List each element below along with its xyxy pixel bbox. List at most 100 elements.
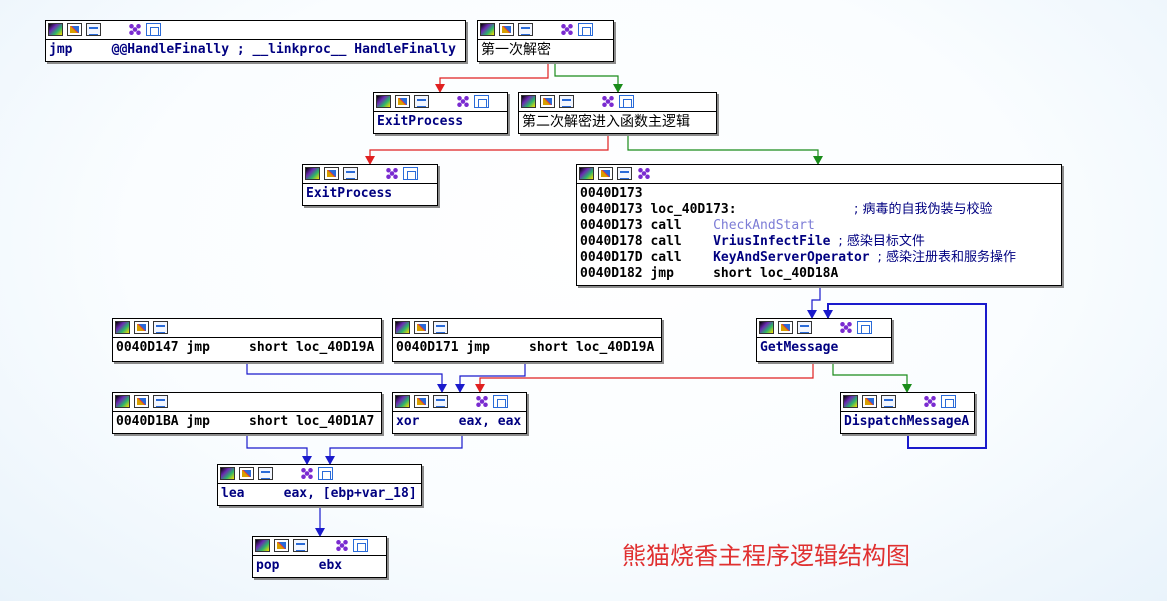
copy-icon[interactable] — [146, 23, 161, 36]
color-icon[interactable] — [414, 321, 429, 334]
group-icon[interactable] — [335, 539, 349, 552]
chart-icon[interactable] — [153, 395, 168, 408]
code-line[interactable]: lea eax, [ebp+var_18] — [221, 486, 417, 501]
copy-icon[interactable] — [318, 467, 333, 480]
group-icon[interactable] — [923, 395, 937, 408]
color-icon[interactable] — [414, 395, 429, 408]
chart-icon[interactable] — [293, 539, 308, 552]
color-icon[interactable] — [324, 167, 339, 180]
group-icon[interactable] — [839, 321, 853, 334]
node-handle-finally[interactable]: jmp @@HandleFinally ; __linkproc__ Handl… — [45, 20, 466, 62]
node-exit-process-1[interactable]: ExitProcess — [373, 92, 508, 134]
chart-icon[interactable] — [433, 395, 448, 408]
graph-overview-icon[interactable] — [395, 395, 410, 408]
color-icon[interactable] — [239, 467, 254, 480]
node-pop-ebx[interactable]: pop ebx — [252, 536, 387, 578]
node-label[interactable]: ExitProcess — [306, 186, 393, 201]
code-line[interactable]: pop ebx — [256, 558, 343, 573]
chart-icon[interactable] — [86, 23, 101, 36]
group-icon[interactable] — [128, 23, 142, 36]
copy-icon[interactable] — [578, 23, 593, 36]
graph-overview-icon[interactable] — [115, 321, 130, 334]
graph-overview-icon[interactable] — [115, 395, 130, 408]
copy-icon[interactable] — [493, 395, 508, 408]
graph-overview-icon[interactable] — [395, 321, 410, 334]
graph-overview-icon[interactable] — [48, 23, 63, 36]
color-icon[interactable] — [778, 321, 793, 334]
node-label[interactable]: 第一次解密 — [481, 42, 551, 58]
node-xor-eax[interactable]: xor eax, eax — [392, 392, 527, 434]
code-line[interactable]: 0040D1BA jmp short loc_40D1A7 — [116, 414, 375, 429]
color-icon[interactable] — [499, 23, 514, 36]
chart-icon[interactable] — [518, 23, 533, 36]
group-icon[interactable] — [560, 23, 574, 36]
group-icon[interactable] — [475, 395, 489, 408]
chart-icon[interactable] — [797, 321, 812, 334]
node-header — [519, 93, 716, 112]
color-icon[interactable] — [862, 395, 877, 408]
graph-overview-icon[interactable] — [843, 395, 858, 408]
code-line[interactable]: xor eax, eax — [396, 414, 522, 429]
code-line[interactable]: 0040D182 jmp short loc_40D18A — [580, 266, 839, 281]
node-jmp-d1ba[interactable]: 0040D1BA jmp short loc_40D1A7 — [112, 392, 382, 434]
code-line[interactable]: 0040D173 loc_40D173: ; 病毒的自我伪装与校验 — [580, 202, 993, 217]
color-icon[interactable] — [134, 321, 149, 334]
graph-overview-icon[interactable] — [579, 167, 594, 180]
copy-icon[interactable] — [941, 395, 956, 408]
node-get-message[interactable]: GetMessage — [756, 318, 892, 362]
graph-overview-icon[interactable] — [305, 167, 320, 180]
code-line[interactable]: 0040D173 — [580, 186, 643, 201]
color-icon[interactable] — [134, 395, 149, 408]
node-dispatch-message[interactable]: DispatchMessageA — [840, 392, 975, 434]
copy-icon[interactable] — [619, 95, 634, 108]
node-header — [757, 319, 891, 338]
code-line[interactable]: jmp @@HandleFinally ; __linkproc__ Handl… — [49, 42, 456, 57]
edge-second-to-main — [627, 134, 823, 165]
group-icon[interactable] — [637, 167, 651, 180]
chart-icon[interactable] — [414, 95, 429, 108]
copy-icon[interactable] — [857, 321, 872, 334]
group-icon[interactable] — [456, 95, 470, 108]
color-icon[interactable] — [540, 95, 555, 108]
node-label[interactable]: ExitProcess — [377, 114, 464, 129]
node-lea-eax[interactable]: lea eax, [ebp+var_18] — [217, 464, 422, 506]
chart-icon[interactable] — [559, 95, 574, 108]
copy-icon[interactable] — [474, 95, 489, 108]
code-line[interactable]: 0040D173 call CheckAndStart — [580, 218, 815, 233]
chart-icon[interactable] — [433, 321, 448, 334]
node-first-decrypt[interactable]: 第一次解密 — [477, 20, 614, 62]
code-line[interactable]: 0040D147 jmp short loc_40D19A — [116, 340, 375, 355]
node-label[interactable]: 第二次解密进入函数主逻辑 — [522, 114, 690, 130]
node-jmp-d171[interactable]: 0040D171 jmp short loc_40D19A — [392, 318, 662, 362]
color-icon[interactable] — [598, 167, 613, 180]
color-icon[interactable] — [395, 95, 410, 108]
color-icon[interactable] — [274, 539, 289, 552]
group-icon[interactable] — [601, 95, 615, 108]
node-exit-process-2[interactable]: ExitProcess — [302, 164, 438, 206]
code-line[interactable]: 0040D17D call KeyAndServerOperator ; 感染注… — [580, 250, 1016, 265]
chart-icon[interactable] — [881, 395, 896, 408]
graph-overview-icon[interactable] — [759, 321, 774, 334]
graph-overview-icon[interactable] — [376, 95, 391, 108]
copy-icon[interactable] — [353, 539, 368, 552]
chart-icon[interactable] — [617, 167, 632, 180]
node-main-logic[interactable]: 0040D173 0040D173 loc_40D173: ; 病毒的自我伪装与… — [576, 164, 1062, 286]
node-label[interactable]: DispatchMessageA — [844, 414, 970, 429]
node-label[interactable]: GetMessage — [760, 340, 839, 355]
node-second-decrypt[interactable]: 第二次解密进入函数主逻辑 — [518, 92, 717, 134]
node-jmp-d147[interactable]: 0040D147 jmp short loc_40D19A — [112, 318, 382, 362]
color-icon[interactable] — [67, 23, 82, 36]
code-line[interactable]: 0040D171 jmp short loc_40D19A — [396, 340, 655, 355]
chart-icon[interactable] — [343, 167, 358, 180]
code-line[interactable]: 0040D178 call VriusInfectFile ; 感染目标文件 — [580, 234, 925, 249]
copy-icon[interactable] — [403, 167, 418, 180]
graph-overview-icon[interactable] — [521, 95, 536, 108]
graph-overview-icon[interactable] — [480, 23, 495, 36]
group-icon[interactable] — [385, 167, 399, 180]
chart-icon[interactable] — [258, 467, 273, 480]
graph-overview-icon[interactable] — [220, 467, 235, 480]
chart-icon[interactable] — [153, 321, 168, 334]
graph-overview-icon[interactable] — [255, 539, 270, 552]
group-icon[interactable] — [300, 467, 314, 480]
